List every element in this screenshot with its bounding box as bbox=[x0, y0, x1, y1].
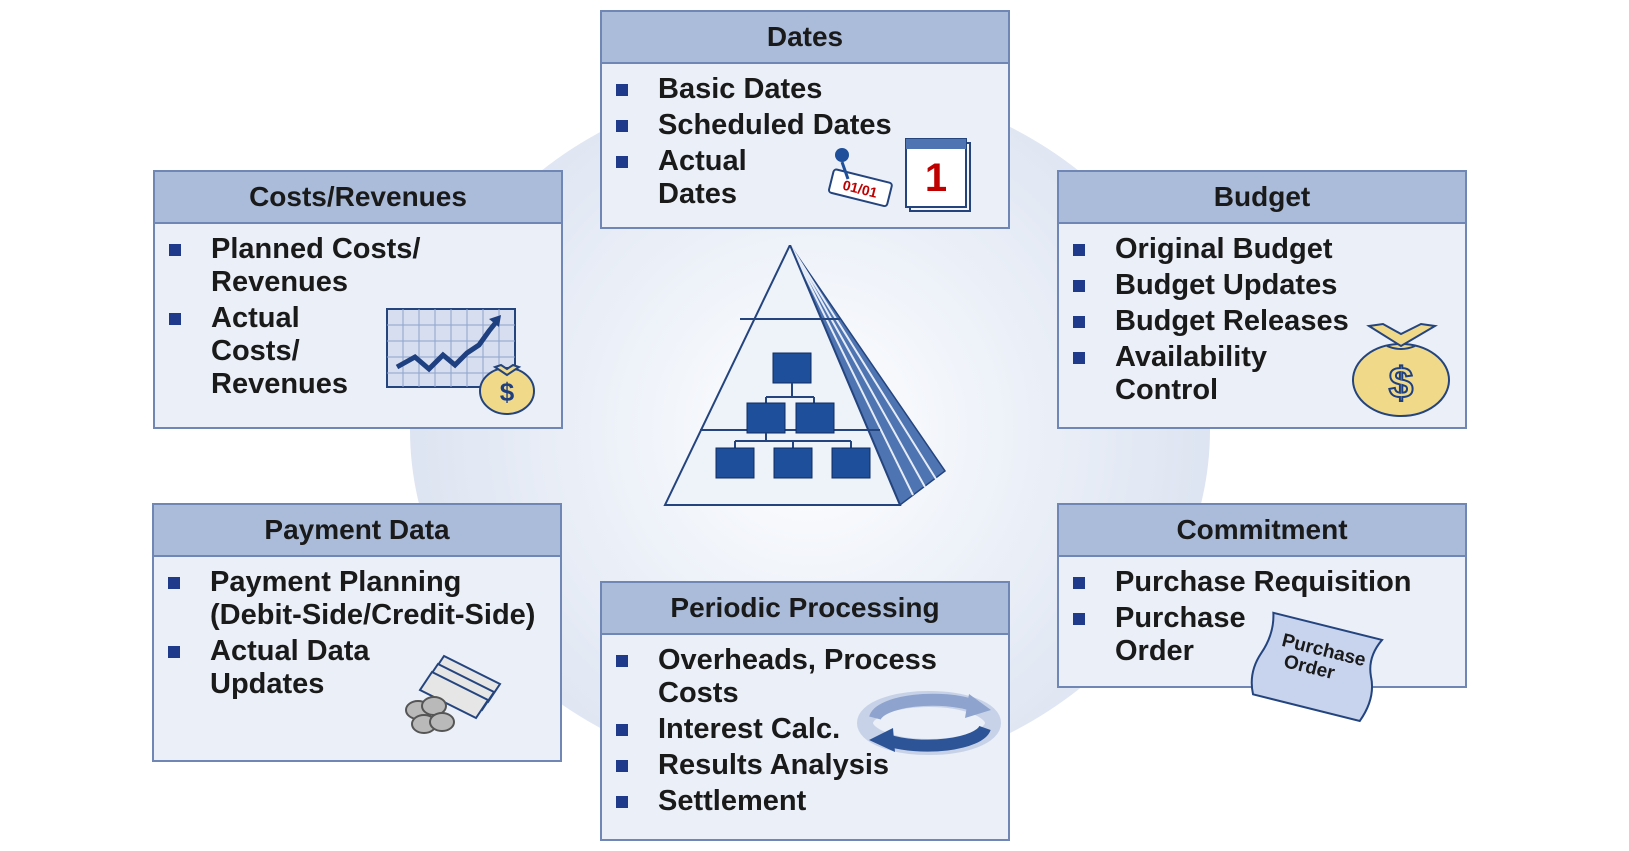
bullet-icon bbox=[169, 313, 181, 325]
periodic-processing-title: Periodic Processing bbox=[602, 583, 1008, 635]
bullet-icon bbox=[169, 244, 181, 256]
calendar-icon: 01/01 1 bbox=[828, 138, 971, 212]
budget-box: Budget Original Budget Budget Updates Bu… bbox=[1057, 170, 1467, 429]
list-item-continuation: Costs bbox=[658, 677, 739, 709]
periodic-processing-box: Periodic Processing Overheads, Process C… bbox=[600, 581, 1010, 841]
bullet-icon bbox=[168, 577, 180, 589]
bullet-icon bbox=[616, 724, 628, 736]
list-item-continuation: Costs/ bbox=[211, 335, 300, 367]
list-item-continuation: Control bbox=[1115, 374, 1219, 406]
commitment-box: Commitment Purchase Requisition Purchase… bbox=[1057, 503, 1467, 688]
costs-revenues-title: Costs/Revenues bbox=[155, 172, 561, 224]
cash-coins-icon bbox=[405, 654, 502, 734]
bullet-icon bbox=[1073, 613, 1085, 625]
list-item: Results Analysis bbox=[602, 749, 1008, 782]
list-item: Budget Updates bbox=[1059, 269, 1465, 302]
list-item: Availability bbox=[1059, 341, 1465, 374]
commitment-title: Commitment bbox=[1059, 505, 1465, 557]
costs-revenues-box: Costs/Revenues Planned Costs/ Revenues A… bbox=[153, 170, 563, 429]
bullet-icon bbox=[1073, 280, 1085, 292]
list-item: Actual bbox=[602, 145, 1008, 178]
money-bag-icon: $ bbox=[1352, 322, 1450, 417]
list-item: Basic Dates bbox=[602, 73, 1008, 106]
list-item: Purchase bbox=[1059, 602, 1465, 635]
cycle-arrows-icon bbox=[857, 691, 1001, 755]
bullet-icon bbox=[616, 796, 628, 808]
bullet-icon bbox=[616, 120, 628, 132]
bullet-icon bbox=[616, 760, 628, 772]
bullet-icon bbox=[1073, 352, 1085, 364]
list-item-continuation: Dates bbox=[658, 178, 737, 210]
list-item: Planned Costs/ bbox=[155, 233, 561, 266]
list-item-continuation: Revenues bbox=[211, 368, 349, 400]
list-item-continuation: Updates bbox=[210, 668, 325, 700]
list-item-continuation: Revenues bbox=[211, 266, 349, 298]
list-item: Actual bbox=[155, 302, 561, 335]
list-item: Scheduled Dates bbox=[602, 109, 1008, 142]
list-item: Actual Data bbox=[154, 635, 560, 668]
list-item-continuation: Order bbox=[1115, 635, 1194, 667]
budget-title: Budget bbox=[1059, 172, 1465, 224]
list-item: Settlement bbox=[602, 785, 1008, 818]
dates-title: Dates bbox=[602, 12, 1008, 64]
hierarchy-pyramid-icon bbox=[663, 245, 947, 507]
payment-data-box: Payment Data Payment Planning (Debit-Sid… bbox=[152, 503, 562, 762]
list-item: Original Budget bbox=[1059, 233, 1465, 266]
bullet-icon bbox=[616, 84, 628, 96]
list-item: Purchase Requisition bbox=[1059, 566, 1465, 599]
list-item: Overheads, Process bbox=[602, 644, 1008, 677]
bullet-icon bbox=[1073, 577, 1085, 589]
list-item: Budget Releases bbox=[1059, 305, 1465, 338]
dates-box: Dates Basic Dates Scheduled Dates Actual… bbox=[600, 10, 1010, 229]
list-item: Payment Planning bbox=[154, 566, 560, 599]
svg-text:1: 1 bbox=[925, 156, 947, 200]
chart-money-bag-icon: $ bbox=[386, 308, 535, 415]
bullet-icon bbox=[616, 156, 628, 168]
bullet-icon bbox=[1073, 316, 1085, 328]
bullet-icon bbox=[616, 655, 628, 667]
list-item: Interest Calc. bbox=[602, 713, 1008, 746]
svg-text:$: $ bbox=[500, 377, 515, 407]
bullet-icon bbox=[1073, 244, 1085, 256]
payment-data-title: Payment Data bbox=[154, 505, 560, 557]
list-item-continuation: (Debit-Side/Credit-Side) bbox=[210, 599, 536, 631]
document-icon: Purchase Order bbox=[1250, 611, 1384, 723]
svg-text:$: $ bbox=[1389, 359, 1413, 408]
bullet-icon bbox=[168, 646, 180, 658]
